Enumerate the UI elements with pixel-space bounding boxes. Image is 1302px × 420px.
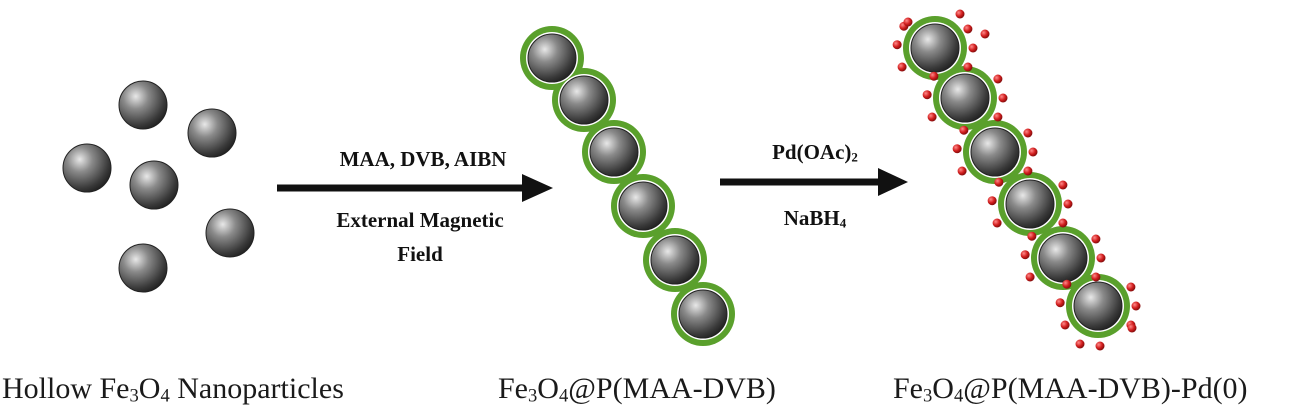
pd-nanoparticle-dot bbox=[993, 112, 1003, 122]
pd-nanoparticle-dot bbox=[987, 196, 997, 206]
step1-condition-line1: External Magnetic bbox=[336, 208, 504, 232]
core-sphere bbox=[650, 235, 700, 285]
pd-nanoparticle-dot bbox=[1062, 279, 1072, 289]
pd-nanoparticle-dot bbox=[922, 90, 932, 100]
pd-nanoparticle-dot bbox=[1025, 272, 1035, 282]
pd-nanoparticle-dot bbox=[1060, 320, 1070, 330]
pd-nanoparticle-dot bbox=[929, 71, 939, 81]
core-sphere bbox=[1073, 281, 1123, 331]
pd-nanoparticle-dot bbox=[1091, 234, 1101, 244]
pd-nanoparticle-dot bbox=[1075, 339, 1085, 349]
nanoparticle-sphere bbox=[118, 243, 168, 293]
pd-nanoparticle-dot bbox=[1127, 323, 1137, 333]
hollow-nanoparticle-group bbox=[62, 80, 255, 293]
nanoparticle-sphere bbox=[129, 160, 179, 210]
nanoparticle-sphere bbox=[118, 80, 168, 130]
pd-nanoparticle-dot bbox=[927, 112, 937, 122]
pd-nanoparticle-dot bbox=[1096, 253, 1106, 263]
core-sphere bbox=[618, 181, 668, 231]
nanoparticle-sphere bbox=[187, 108, 237, 158]
pd-nanoparticle-dot bbox=[903, 17, 913, 27]
pd-nanoparticle-dot bbox=[897, 62, 907, 72]
pd-nanoparticle-dot bbox=[1091, 272, 1101, 282]
pd-nanoparticle-dot bbox=[1027, 231, 1037, 241]
label-coated-particles: Fe3O4@P(MAA-DVB) bbox=[498, 372, 776, 407]
pd-nanoparticle-dot bbox=[959, 125, 969, 135]
pd-nanoparticle-dot bbox=[952, 144, 962, 154]
pd-nanoparticle-dot bbox=[1058, 180, 1068, 190]
pd-chain bbox=[892, 9, 1141, 351]
core-sphere bbox=[559, 75, 609, 125]
coated-chain bbox=[520, 26, 735, 346]
step2-condition: NaBH4 bbox=[783, 206, 847, 231]
pd-nanoparticle-dot bbox=[1131, 301, 1141, 311]
pd-nanoparticle-dot bbox=[998, 93, 1008, 103]
pd-nanoparticle-dot bbox=[1020, 250, 1030, 260]
pd-nanoparticle-dot bbox=[1028, 147, 1038, 157]
nanoparticle-sphere bbox=[205, 208, 255, 258]
pd-nanoparticle-dot bbox=[1023, 128, 1033, 138]
pd-nanoparticle-dot bbox=[957, 166, 967, 176]
pd-nanoparticle-dot bbox=[992, 218, 1002, 228]
pd-nanoparticle-dot bbox=[993, 74, 1003, 84]
nanoparticle-sphere bbox=[62, 143, 112, 193]
pd-nanoparticle-dot bbox=[892, 40, 902, 50]
step2-arrow bbox=[720, 168, 908, 196]
step1-arrow bbox=[277, 174, 553, 202]
pd-nanoparticle-dot bbox=[1023, 166, 1033, 176]
core-sphere bbox=[940, 73, 990, 123]
label-pd-particles: Fe3O4@P(MAA-DVB)-Pd(0) bbox=[893, 372, 1248, 407]
step2-reagent: Pd(OAc)2 bbox=[772, 140, 858, 165]
core-sphere bbox=[910, 23, 960, 73]
core-sphere bbox=[527, 33, 577, 83]
pd-nanoparticle-dot bbox=[968, 43, 978, 53]
pd-nanoparticle-dot bbox=[1055, 298, 1065, 308]
core-sphere bbox=[1038, 233, 1088, 283]
pd-nanoparticle-dot bbox=[994, 177, 1004, 187]
core-sphere bbox=[1005, 179, 1055, 229]
core-sphere bbox=[589, 127, 639, 177]
pd-nanoparticle-dot bbox=[1063, 199, 1073, 209]
pd-nanoparticle-dot bbox=[963, 62, 973, 72]
pd-nanoparticle-dot bbox=[1126, 282, 1136, 292]
pd-nanoparticle-dot bbox=[1058, 218, 1068, 228]
pd-nanoparticle-dot bbox=[955, 9, 965, 19]
core-sphere bbox=[678, 289, 728, 339]
core-sphere bbox=[970, 127, 1020, 177]
step1-condition-line2: Field bbox=[397, 242, 443, 266]
label-hollow-nanoparticles: Hollow Fe3O4 Nanoparticles bbox=[2, 372, 344, 407]
step1-reagents: MAA, DVB, AIBN bbox=[339, 147, 507, 171]
pd-nanoparticle-dot bbox=[963, 24, 973, 34]
pd-nanoparticle-dot bbox=[1095, 341, 1105, 351]
pd-nanoparticle-dot bbox=[980, 29, 990, 39]
